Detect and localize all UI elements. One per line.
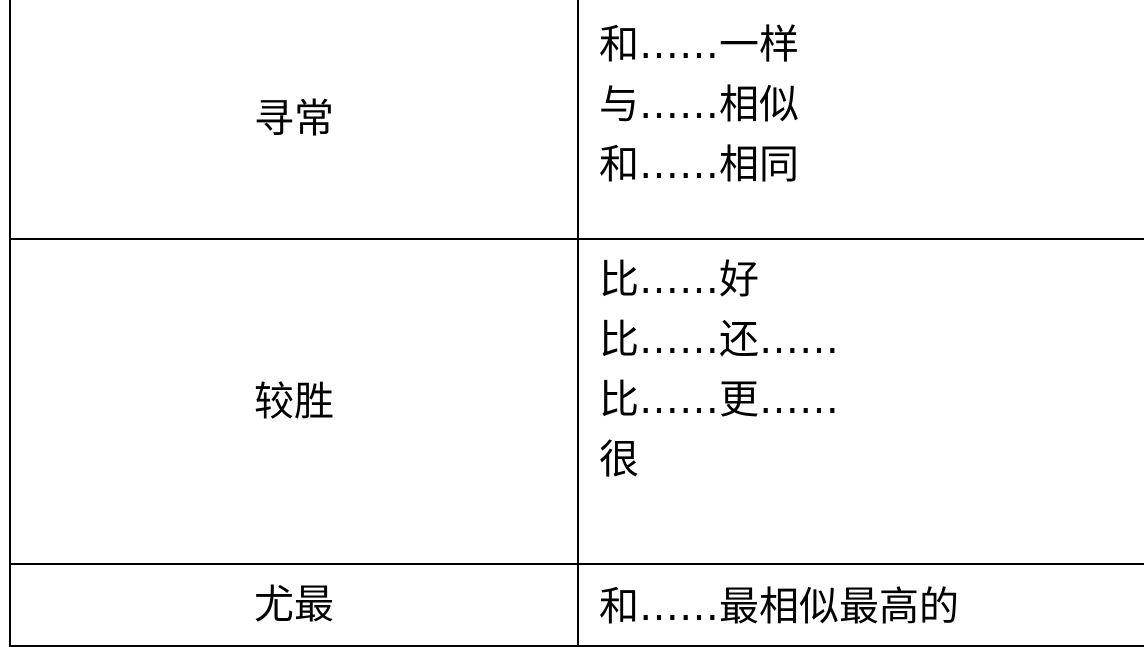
phrase-item: 很 (599, 437, 639, 483)
phrase-item: 比……还…… (599, 317, 839, 363)
degree-table: 寻常 和……一样 与……相似 和……相同 较胜 比……好 比……还…… 比……更… (9, 0, 1144, 647)
table-row: 寻常 和……一样 与……相似 和……相同 (9, 0, 1144, 240)
phrase-item: 和……相同 (599, 142, 799, 188)
category-cell: 尤最 (9, 563, 579, 647)
category-cell: 较胜 (9, 238, 579, 565)
phrases-cell: 比……好 比……还…… 比……更…… 很 (577, 238, 1144, 565)
category-cell: 寻常 (9, 0, 579, 240)
category-label: 较胜 (254, 378, 334, 425)
category-label: 尤最 (254, 582, 334, 628)
table-row: 较胜 比……好 比……还…… 比……更…… 很 (9, 238, 1144, 565)
phrase-item: 比……好 (599, 257, 759, 303)
phrases-cell: 和……最相似最高的 (577, 563, 1144, 647)
category-label: 寻常 (254, 96, 334, 142)
phrase-item: 比……更…… (599, 377, 839, 423)
phrase-item: 与……相似 (599, 82, 799, 128)
phrase-item: 和……最相似最高的 (599, 584, 959, 630)
table-row: 尤最 和……最相似最高的 (9, 563, 1144, 647)
phrases-cell: 和……一样 与……相似 和……相同 (577, 0, 1144, 240)
phrase-item: 和……一样 (599, 22, 799, 68)
